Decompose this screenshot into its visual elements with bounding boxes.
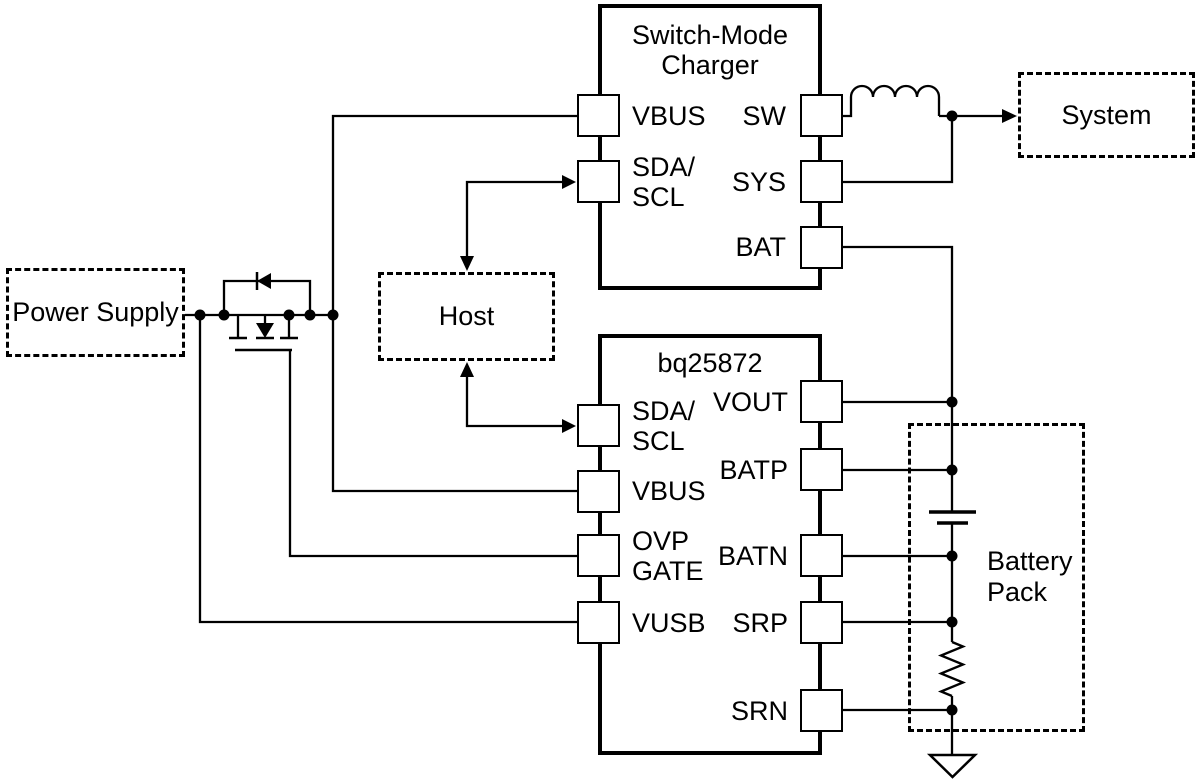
pin-label-bq-batn: BATN: [717, 541, 788, 571]
pin-label-charger-sys: SYS: [731, 167, 786, 197]
pin-label-bq-sda-scl: SDA/ SCL: [632, 396, 696, 456]
system-label: System: [1061, 99, 1152, 130]
arrowhead-bq-sda: [562, 419, 576, 433]
wire-host-to-charger-i2c: [465, 180, 562, 256]
bq25872-block: [598, 334, 822, 755]
pin-label-charger-sw: SW: [742, 101, 787, 131]
pin-charger-sys: [800, 160, 843, 203]
charger-block: [598, 4, 822, 290]
pin-label-charger-vbus: VBUS: [632, 101, 706, 131]
wire-bat: [840, 245, 954, 402]
wire-ovp-gate: [288, 350, 577, 558]
pin-label-bq-srn: SRN: [730, 696, 788, 726]
ground-symbol: [926, 753, 979, 779]
sense-resistor-symbol: [937, 640, 967, 698]
bypass-diode-symbol: [255, 272, 271, 290]
pin-label-bq-vusb: VUSB: [632, 608, 706, 638]
arrowhead-host-top: [460, 256, 474, 271]
arrowhead-host-bottom: [460, 362, 474, 377]
host-box: Host: [378, 272, 555, 361]
battery-pack-box: [908, 423, 1085, 732]
pin-label-bq-vout: VOUT: [712, 387, 788, 417]
pin-label-bq-ovp-gate: OVP GATE: [632, 526, 704, 586]
pin-bq-vout: [800, 380, 843, 423]
pin-bq-batp: [800, 448, 843, 491]
host-label: Host: [438, 301, 495, 331]
wire-sys: [840, 116, 954, 184]
pin-bq-srn: [800, 689, 843, 732]
power-supply-box: Power Supply: [6, 268, 185, 357]
pin-charger-sda-scl: [577, 160, 620, 203]
junction-dots: [194, 110, 958, 716]
bq25872-title: bq25872: [657, 348, 763, 378]
charger-title: Switch-Mode Charger: [631, 20, 789, 80]
pin-bq-vbus: [577, 470, 620, 513]
ovp-pfet-symbol: [229, 315, 298, 352]
wire-host-to-bq-i2c: [465, 377, 562, 428]
pin-bq-vusb: [577, 601, 620, 644]
arrowhead-charger-sda: [562, 175, 576, 189]
pin-charger-vbus: [577, 94, 620, 137]
inductor-symbol: [842, 84, 941, 118]
wire-vusb: [198, 315, 577, 624]
arrowhead-system: [1002, 109, 1017, 123]
battery-cell-symbol: [929, 510, 976, 525]
pin-label-bq-srp: SRP: [732, 608, 788, 638]
power-supply-label: Power Supply: [12, 297, 179, 327]
pin-bq-srp: [800, 601, 843, 644]
pin-charger-bat: [800, 226, 843, 269]
pin-label-charger-sda-scl: SDA/ SCL: [632, 152, 696, 212]
pin-charger-sw: [800, 94, 843, 137]
battery-pack-label: Battery Pack: [987, 546, 1073, 607]
pin-label-charger-bat: BAT: [735, 232, 786, 262]
pin-bq-sda-scl: [577, 404, 620, 447]
system-box: System: [1018, 72, 1195, 158]
pin-bq-ovp-gate: [577, 534, 620, 577]
pin-label-bq-vbus: VBUS: [632, 476, 706, 506]
pin-label-bq-batp: BATP: [719, 455, 788, 485]
pin-bq-batn: [800, 534, 843, 577]
wire-vbus-trunk: [331, 114, 577, 493]
